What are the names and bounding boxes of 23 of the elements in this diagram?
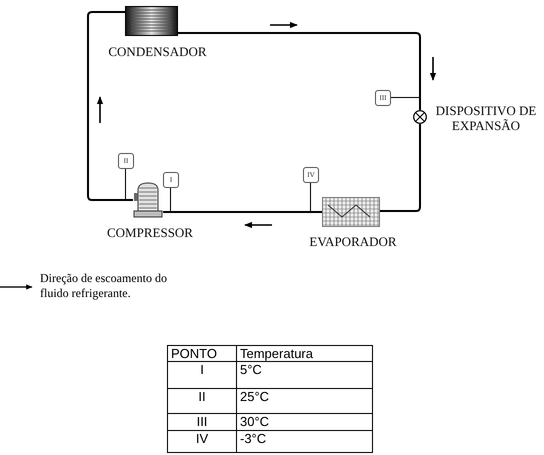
temperature-value: -3°C: [236, 430, 372, 452]
leader-line: [310, 182, 311, 212]
pipe-line: [87, 11, 133, 201]
temperature-value: 25°C: [236, 388, 372, 414]
leader-line: [125, 168, 126, 200]
leader-line: [390, 97, 420, 98]
column-header: Temperatura: [236, 346, 372, 362]
legend-text: Direção de escoamento do fluido refrigerante.: [40, 271, 168, 301]
temperature-value: 30°C: [236, 414, 372, 430]
point-name: I: [168, 362, 236, 388]
leader-line: [170, 186, 171, 212]
component-label: DISPOSITIVO DE EXPANSÃO: [434, 103, 538, 133]
component-label: EVAPORADOR: [308, 234, 398, 249]
pipe-line: [380, 124, 421, 212]
point-name: III: [168, 414, 236, 430]
component-label: COMPRESSOR: [106, 225, 194, 240]
column-header: PONTO: [168, 346, 236, 362]
pipe-line: [178, 32, 421, 110]
pipe-line: [163, 211, 322, 213]
point-name: II: [168, 388, 236, 414]
component-label: CONDENSADOR: [107, 44, 208, 59]
point-name: IV: [168, 430, 236, 452]
temperature-value: 5°C: [236, 362, 372, 388]
